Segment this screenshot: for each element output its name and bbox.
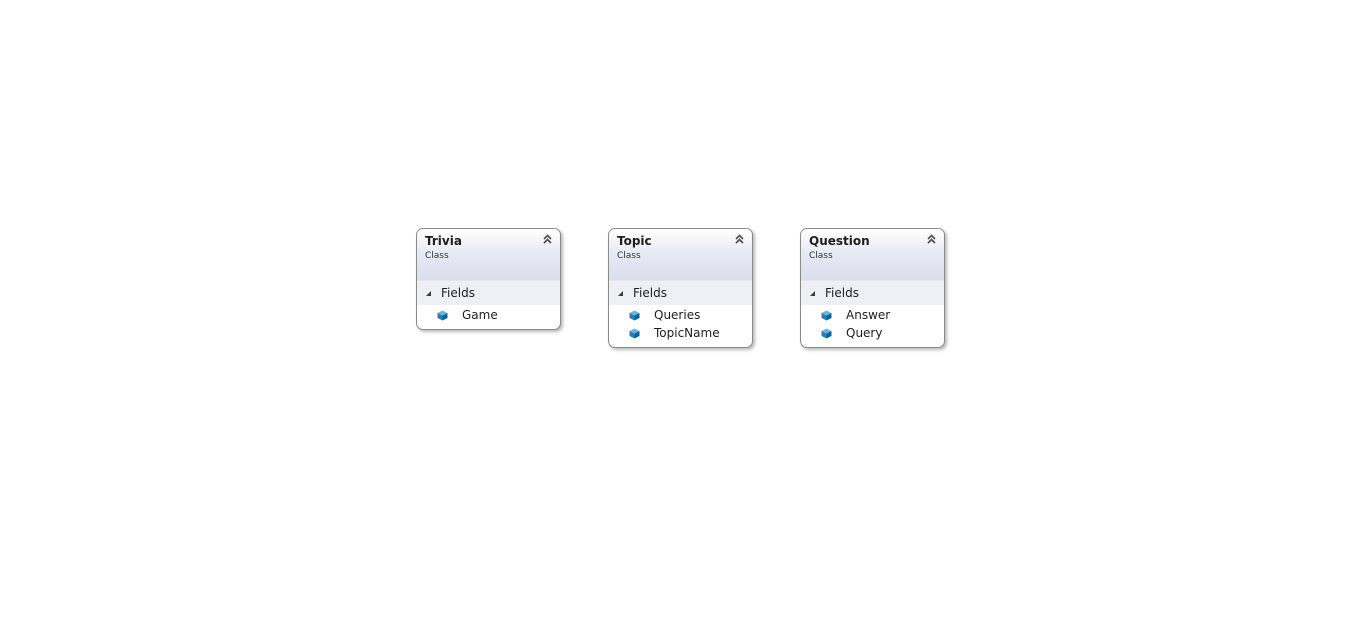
field-cube-icon <box>821 310 832 321</box>
fields-section-header[interactable]: Fields <box>417 281 560 305</box>
class-kind: Class <box>809 251 833 261</box>
field-name: Queries <box>654 308 701 322</box>
field-item-answer[interactable]: Answer <box>801 307 944 325</box>
class-header[interactable]: Question Class <box>801 229 944 281</box>
field-name: Game <box>462 308 498 322</box>
field-cube-icon <box>821 328 832 339</box>
class-name: Topic <box>617 234 652 248</box>
class-header[interactable]: Trivia Class <box>417 229 560 281</box>
section-label: Fields <box>633 286 667 300</box>
fields-section-header[interactable]: Fields <box>609 281 752 305</box>
triangle-expanded-icon[interactable] <box>425 290 432 297</box>
fields-list: Queries TopicName <box>609 305 752 347</box>
class-name: Trivia <box>425 234 462 248</box>
fields-list: Answer Query <box>801 305 944 347</box>
field-name: Answer <box>846 308 891 322</box>
triangle-expanded-icon[interactable] <box>617 290 624 297</box>
class-kind: Class <box>425 251 449 261</box>
class-kind: Class <box>617 251 641 261</box>
field-item-query[interactable]: Query <box>801 325 944 343</box>
field-cube-icon <box>437 310 448 321</box>
collapse-icon[interactable] <box>733 233 746 246</box>
field-name: Query <box>846 326 883 340</box>
fields-list: Game <box>417 305 560 329</box>
field-cube-icon <box>629 328 640 339</box>
field-item-game[interactable]: Game <box>417 307 560 325</box>
triangle-expanded-icon[interactable] <box>809 290 816 297</box>
class-shape-trivia[interactable]: Trivia Class Fields Game <box>416 228 561 330</box>
fields-section-header[interactable]: Fields <box>801 281 944 305</box>
class-shape-question[interactable]: Question Class Fields Answer Query <box>800 228 945 348</box>
section-label: Fields <box>441 286 475 300</box>
collapse-icon[interactable] <box>925 233 938 246</box>
field-item-topicname[interactable]: TopicName <box>609 325 752 343</box>
field-item-queries[interactable]: Queries <box>609 307 752 325</box>
field-cube-icon <box>629 310 640 321</box>
class-shape-topic[interactable]: Topic Class Fields Queries TopicName <box>608 228 753 348</box>
field-name: TopicName <box>654 326 720 340</box>
section-label: Fields <box>825 286 859 300</box>
collapse-icon[interactable] <box>541 233 554 246</box>
class-name: Question <box>809 234 870 248</box>
class-header[interactable]: Topic Class <box>609 229 752 281</box>
